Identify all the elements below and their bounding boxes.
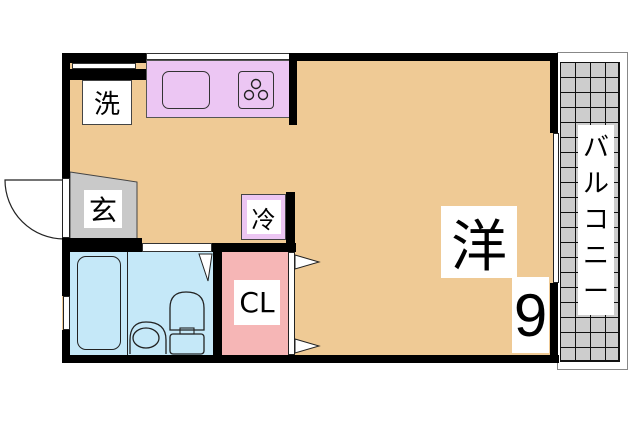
wall-left-bottom	[62, 330, 70, 362]
balcony-char-4: ニ	[582, 241, 609, 271]
wall-bottom	[62, 355, 559, 363]
fridge-space-label: 冷	[241, 194, 286, 240]
wall-bath-top-right	[212, 243, 296, 252]
bathtub-icon	[77, 256, 121, 350]
wall-washer-top	[62, 60, 146, 63]
balcony-window[interactable]	[553, 133, 559, 283]
closet-door-arrow-top-icon	[294, 254, 321, 270]
entry-door-icon[interactable]	[2, 178, 65, 240]
balcony-label: バ ル コ ニ ー	[578, 125, 614, 315]
genkan-label-text: 玄	[88, 194, 117, 227]
wall-left-upper	[62, 53, 70, 178]
washer-space-label: 洗	[82, 80, 132, 125]
closet-label-text: CL	[239, 286, 275, 319]
balcony-char-1: バ	[582, 133, 609, 163]
wall-bath-top	[62, 238, 142, 252]
closet-label: CL	[234, 280, 280, 325]
wall-bath-closet	[213, 243, 222, 357]
wall-left-lower	[62, 238, 70, 296]
western-room-label: 洋	[441, 206, 517, 280]
western-room-label-text: 洋	[451, 214, 507, 280]
wall-kitchen-right	[289, 53, 297, 125]
stove-burners-icon	[243, 78, 269, 101]
genkan-label: 玄	[84, 190, 122, 228]
bathroom-door-swing-icon	[198, 253, 213, 282]
wall-top-left	[62, 53, 146, 60]
wall-top-right	[290, 53, 557, 61]
stove-icon	[238, 71, 274, 109]
wall-right-lower	[550, 283, 558, 363]
toilet-icon	[169, 291, 205, 355]
western-room-size-text: 9	[513, 281, 548, 349]
entry-door-frame	[62, 178, 70, 238]
washer-top-shelf	[72, 63, 136, 69]
bathroom-floor	[70, 252, 213, 355]
closet-door-arrow-bottom-icon	[294, 338, 321, 354]
bathroom-window	[63, 296, 70, 330]
western-room-size: 9	[512, 277, 549, 353]
wall-washer-bottom	[62, 69, 146, 80]
fridge-label-text: 冷	[251, 205, 276, 234]
kitchen-window	[146, 53, 290, 60]
balcony-char-3: コ	[582, 205, 609, 235]
balcony-char-5: ー	[582, 277, 609, 307]
washer-label-text: 洗	[93, 90, 120, 120]
washbasin-icon	[129, 321, 167, 354]
wall-fridge-right	[286, 192, 295, 252]
bathroom-divider	[127, 252, 128, 355]
closet-door-track[interactable]	[288, 252, 295, 355]
balcony-char-2: ル	[582, 169, 609, 199]
kitchen-sink-icon	[162, 71, 210, 109]
bathroom-door[interactable]	[142, 243, 212, 252]
wall-right-upper	[550, 53, 558, 133]
